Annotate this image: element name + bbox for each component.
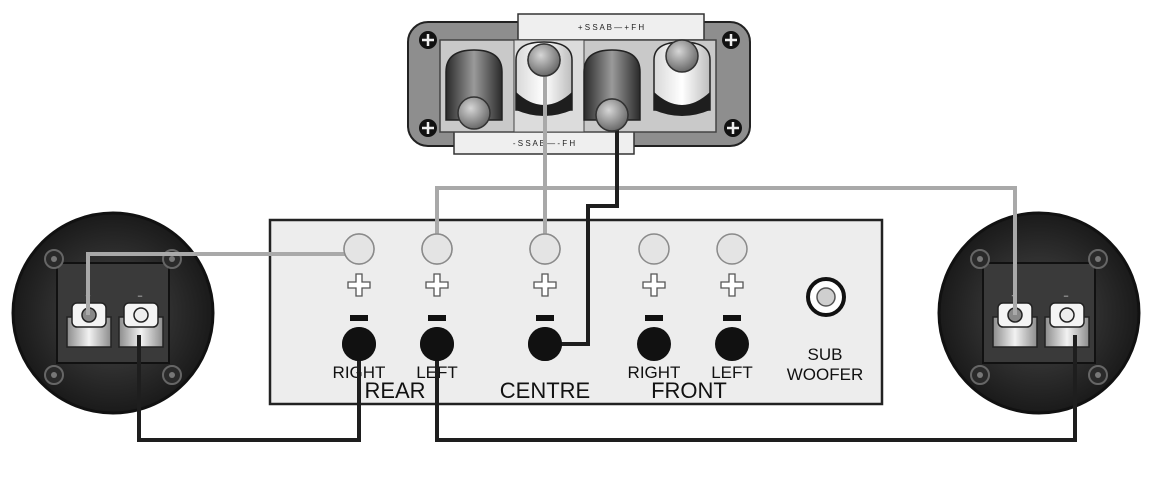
plus-icon — [642, 273, 666, 297]
front-right-positive-jack[interactable] — [638, 233, 670, 265]
front-group-label: FRONT — [651, 378, 727, 403]
plus-icon — [533, 273, 557, 297]
front-right-negative-jack[interactable] — [637, 327, 671, 361]
minus-icon — [723, 315, 741, 321]
screw-icon — [44, 249, 64, 269]
binding-post-negative — [1044, 302, 1090, 348]
cup-ball — [457, 96, 491, 130]
subwoofer-label-line2: WOOFER — [787, 365, 864, 384]
subwoofer-jack[interactable] — [806, 277, 846, 317]
top-strip-text: + S S A B — + F H — [578, 23, 644, 32]
wire-centre-negative — [545, 115, 619, 346]
rear-right-positive-jack-cap — [343, 233, 375, 265]
screw-icon — [162, 365, 182, 385]
screw-icon — [419, 31, 437, 49]
screw-icon — [722, 31, 740, 49]
plus-icon — [347, 273, 371, 297]
cup-left-outer — [445, 49, 503, 130]
wire-rear-left-negative — [435, 335, 1077, 442]
front-left-negative-jack[interactable] — [715, 327, 749, 361]
centre-positive-jack-cap — [529, 233, 561, 265]
rear-right-negative-jack-cap — [342, 327, 376, 361]
wire-rear-right-negative — [137, 335, 361, 442]
top-label-strip — [517, 13, 705, 41]
rear-left-positive-jack-cap — [421, 233, 453, 265]
screw-icon — [44, 365, 64, 385]
plus-icon — [425, 273, 449, 297]
centre-negative-jack-cap — [528, 327, 562, 361]
cup-ball-cap — [527, 43, 561, 77]
screw-icon — [419, 119, 437, 137]
screw-icon — [1088, 365, 1108, 385]
binding-post-negative — [118, 302, 164, 348]
binding-post-positive — [992, 302, 1038, 348]
terminal-minus-label: − — [1063, 291, 1068, 301]
front-left-label: LEFT — [711, 363, 753, 382]
cup-right-outer — [653, 39, 711, 116]
screw-icon — [724, 119, 742, 137]
minus-icon — [645, 315, 663, 321]
cup-ball-cap — [595, 98, 629, 132]
wire-rear-left-positive — [435, 186, 1017, 315]
rear-group-label: REAR — [364, 378, 425, 403]
screw-icon — [1088, 249, 1108, 269]
left-speaker: + − — [11, 211, 215, 415]
screw-icon — [970, 365, 990, 385]
terminal-minus-label: − — [137, 291, 142, 301]
front-right-label: RIGHT — [628, 363, 681, 382]
minus-icon — [428, 315, 446, 321]
minus-icon — [350, 315, 368, 321]
subwoofer-label-line1: SUB — [808, 345, 843, 364]
centre-speaker-terminal: + S S A B — + F H - S S A B — - F H — [407, 13, 751, 155]
screw-icon — [970, 249, 990, 269]
centre-group-label: CENTRE — [500, 378, 590, 403]
minus-icon — [536, 315, 554, 321]
right-speaker: + − — [937, 211, 1141, 415]
cup-ball — [665, 39, 699, 73]
front-left-positive-jack[interactable] — [716, 233, 748, 265]
rear-left-negative-jack-cap — [420, 327, 454, 361]
plus-icon — [720, 273, 744, 297]
